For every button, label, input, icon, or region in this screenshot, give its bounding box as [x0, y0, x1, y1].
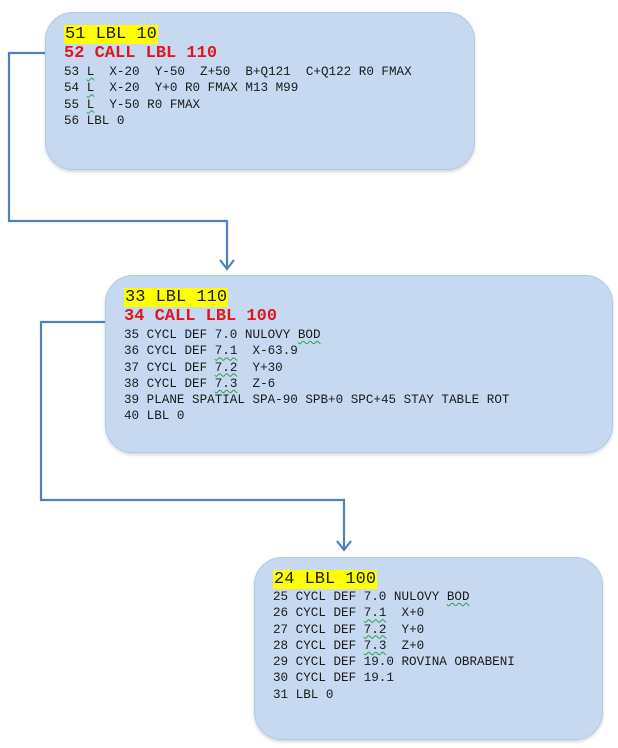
- block-label: 33 LBL 110: [124, 288, 229, 307]
- code-line: 28 CYCL DEF 7.3 Z+0: [273, 638, 425, 653]
- code-line: 39 PLANE SPATIAL SPA-90 SPB+0 SPC+45 STA…: [124, 393, 510, 408]
- program-block-lbl-10: 51 LBL 10 52 CALL LBL 110 53 L X-20 Y-50…: [45, 12, 475, 170]
- block-label: 24 LBL 100: [273, 570, 378, 589]
- arrowhead-block3: [336, 540, 352, 552]
- code-line: 37 CYCL DEF 7.2 Y+30: [124, 360, 283, 375]
- arrowhead-block2: [219, 259, 235, 271]
- code-line: 25 CYCL DEF 7.0 NULOVY BOD: [273, 590, 470, 604]
- code-line: 55 L Y-50 R0 FMAX: [64, 97, 201, 112]
- code-line: 35 CYCL DEF 7.0 NULOVY BOD: [124, 328, 321, 342]
- code-line: 54 L X-20 Y+0 R0 FMAX M13 M99: [64, 81, 299, 96]
- code-line: 31 LBL 0: [273, 687, 334, 702]
- code-line: 53 L X-20 Y-50 Z+50 B+Q121 C+Q122 R0 FMA…: [64, 65, 412, 79]
- code-line: 38 CYCL DEF 7.3 Z-6: [124, 376, 276, 391]
- code-line: 40 LBL 0: [124, 409, 185, 424]
- code-line: 29 CYCL DEF 19.0 ROVINA OBRABENI: [273, 655, 515, 670]
- call-line: 34 CALL LBL 100: [124, 307, 278, 326]
- connector-block2-to-block3: [39, 320, 346, 549]
- code-line: 27 CYCL DEF 7.2 Y+0: [273, 622, 425, 637]
- code-line: 56 LBL 0: [64, 113, 125, 128]
- call-line: 52 CALL LBL 110: [64, 44, 218, 63]
- program-block-lbl-110: 33 LBL 110 34 CALL LBL 100 35 CYCL DEF 7…: [105, 275, 613, 453]
- code-line: 30 CYCL DEF 19.1: [273, 671, 394, 686]
- block-label: 51 LBL 10: [64, 25, 158, 44]
- program-block-lbl-100: 24 LBL 100 25 CYCL DEF 7.0 NULOVY BOD 26…: [254, 557, 603, 740]
- code-line: 26 CYCL DEF 7.1 X+0: [273, 606, 425, 621]
- connector-block1-to-block2: [7, 51, 229, 268]
- code-line: 36 CYCL DEF 7.1 X-63.9: [124, 344, 298, 359]
